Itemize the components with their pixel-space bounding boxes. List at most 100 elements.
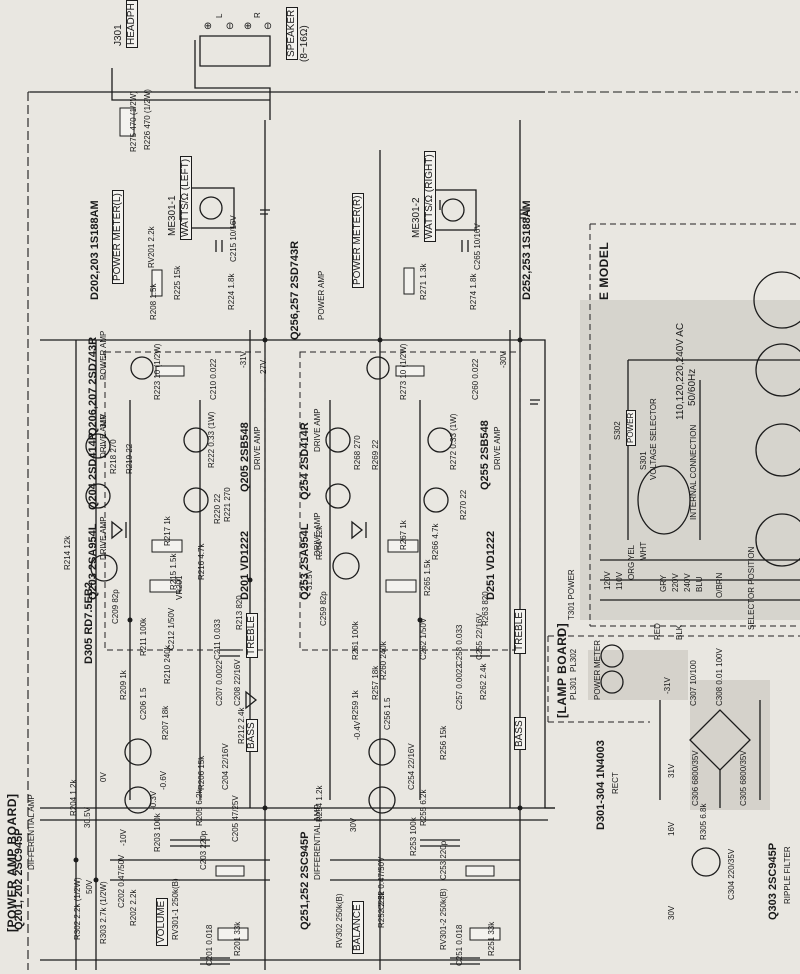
d252-label: D252,253 1S188AM: [521, 200, 533, 300]
part-c258: C258 0.033: [455, 624, 464, 666]
q206-sub: POWER AMP: [99, 330, 108, 380]
part-c256: C256 1.5: [383, 697, 392, 730]
part-r226: R226 470 (1/2W): [143, 89, 152, 150]
wire-gry: GRY: [659, 574, 668, 592]
part-r224: R224 1.8k: [227, 273, 236, 310]
part-c203: C203 220p: [199, 830, 208, 870]
voltage-neg0-4v: -0.4V: [353, 720, 362, 740]
part-r261: R261 100k: [351, 621, 360, 660]
part-c201: C201 0.018: [205, 924, 214, 966]
v-30: 30V: [667, 905, 676, 920]
part-c254: C254 22/16V: [407, 743, 416, 790]
part-c265: C265 10/16V: [473, 223, 482, 270]
part-c209: C209 82p: [111, 589, 120, 624]
capacitors: [170, 240, 490, 965]
part-r218: R218 270: [109, 439, 118, 474]
speaker-term-1: ⊕: [203, 21, 214, 30]
watts-left: WATTS/Ω (LEFT): [180, 155, 192, 240]
part-r202: R202 2.2k: [129, 889, 138, 926]
q251-symbol: [368, 786, 396, 814]
q251-label: Q251,252 2SC945P: [299, 831, 311, 930]
ac-wiring: [627, 359, 800, 540]
wire-blu: BLU: [695, 576, 704, 592]
q205-sub: DRIVE AMP: [253, 426, 262, 470]
volume-rails: [75, 340, 97, 970]
c220-symbol: [130, 356, 154, 380]
part-c262: C262 1/50V: [419, 617, 428, 660]
voltage-neg10v: -10V: [119, 829, 128, 846]
s302-label: S302: [613, 421, 622, 440]
voltage-31-5v: 31.5V: [305, 569, 314, 590]
part-c260: C260 0.022: [471, 358, 480, 400]
tap-120: 120V: [603, 571, 612, 590]
part-r206: R206 15k: [197, 755, 206, 790]
rect-sub: RECT: [611, 772, 620, 794]
q257-symbol: [427, 427, 453, 453]
pl302-lamp: [600, 670, 624, 694]
speaker-term-5: R: [253, 12, 262, 18]
speaker-term-4: ⊕: [243, 21, 254, 30]
rect-label: D301-304 1N4003: [595, 740, 607, 830]
part-r216: R216 4.7k: [197, 543, 206, 580]
left-meter: [199, 196, 223, 220]
q203-label: Q203 2SA954L: [87, 523, 99, 600]
bass-left: BASS: [246, 719, 258, 752]
q203-symbol: [90, 554, 118, 582]
q256-label: Q256,257 2SD743R: [289, 240, 301, 340]
voltage-30-5v: 30.5V: [83, 807, 92, 828]
rv302-label: RV302 250k(B): [335, 893, 344, 948]
voltage-50v: 50V: [85, 879, 94, 894]
volume-label: VOLUME: [156, 897, 168, 946]
meter-rails: [179, 200, 441, 220]
part-r267: R267 1k: [399, 520, 408, 550]
part-r266: R266 4.7k: [431, 523, 440, 560]
q303-sub: RIPPLE FILTER: [783, 846, 792, 904]
q254-symbol: [325, 483, 351, 509]
r305-label: R305 6.8k: [699, 803, 708, 840]
part-r272: R272 0.33 (1W): [449, 413, 458, 470]
part-r225: R225 15k: [173, 265, 182, 300]
part-r214: R214 12k: [63, 535, 72, 570]
q205-symbol: [183, 487, 209, 513]
pl301-lamp: [600, 644, 624, 668]
input-rails: [110, 859, 520, 881]
part-c251: C251 0.018: [455, 924, 464, 966]
v-neg31: -31V: [663, 677, 672, 694]
stage-rails: [129, 400, 421, 800]
q202-symbol: [124, 738, 152, 766]
part-c208: C208 22/16V: [233, 659, 242, 706]
treble-right: TREBLE: [514, 609, 526, 654]
v-16: 16V: [667, 821, 676, 836]
power-meter-left: POWER METER(L): [112, 190, 124, 284]
wire-blk: BLK: [675, 624, 684, 640]
part-r253: R253 100k: [409, 817, 418, 856]
part-r275: R275 470 (1/2W): [129, 91, 138, 152]
headphone-label: HEADPH: [126, 0, 138, 48]
right-meter-box: [429, 189, 477, 231]
part-r209: R209 1k: [119, 670, 128, 700]
headphone-wiring: [111, 40, 271, 120]
part-r256: R256 15k: [439, 725, 448, 760]
wire-red: RED: [653, 623, 662, 640]
me301-right: ME301-2: [411, 197, 422, 238]
speaker-term-2: L: [215, 13, 224, 18]
voltage-31v: 31V: [99, 413, 108, 428]
part-r213: R213 820: [235, 595, 244, 630]
q204-symbol: [85, 483, 111, 509]
c270-symbol: [366, 356, 390, 380]
part-c207: C207 0.0022: [215, 660, 224, 706]
voltage-30v: 30V: [349, 817, 358, 832]
part-r274: R274 1.8k: [469, 273, 478, 310]
part-r223: R223 10 (1/2W): [153, 343, 162, 400]
q204-label: Q204 2SD414R: [87, 432, 99, 510]
balance-label: BALANCE: [352, 901, 364, 954]
voltage-neg0-3v: -0.3V: [149, 790, 158, 810]
bass-right: BASS: [514, 717, 526, 750]
ground-symbol-left: [260, 209, 270, 215]
junction-dots: [73, 337, 523, 883]
voltage-neg30v: -30V: [499, 351, 508, 368]
resistors: [119, 107, 501, 941]
c307-label: C307 10/100: [689, 660, 698, 706]
q206-label: Q206,207 2SD743R: [87, 336, 99, 436]
power-meter-right: POWER METER(R): [352, 192, 364, 288]
